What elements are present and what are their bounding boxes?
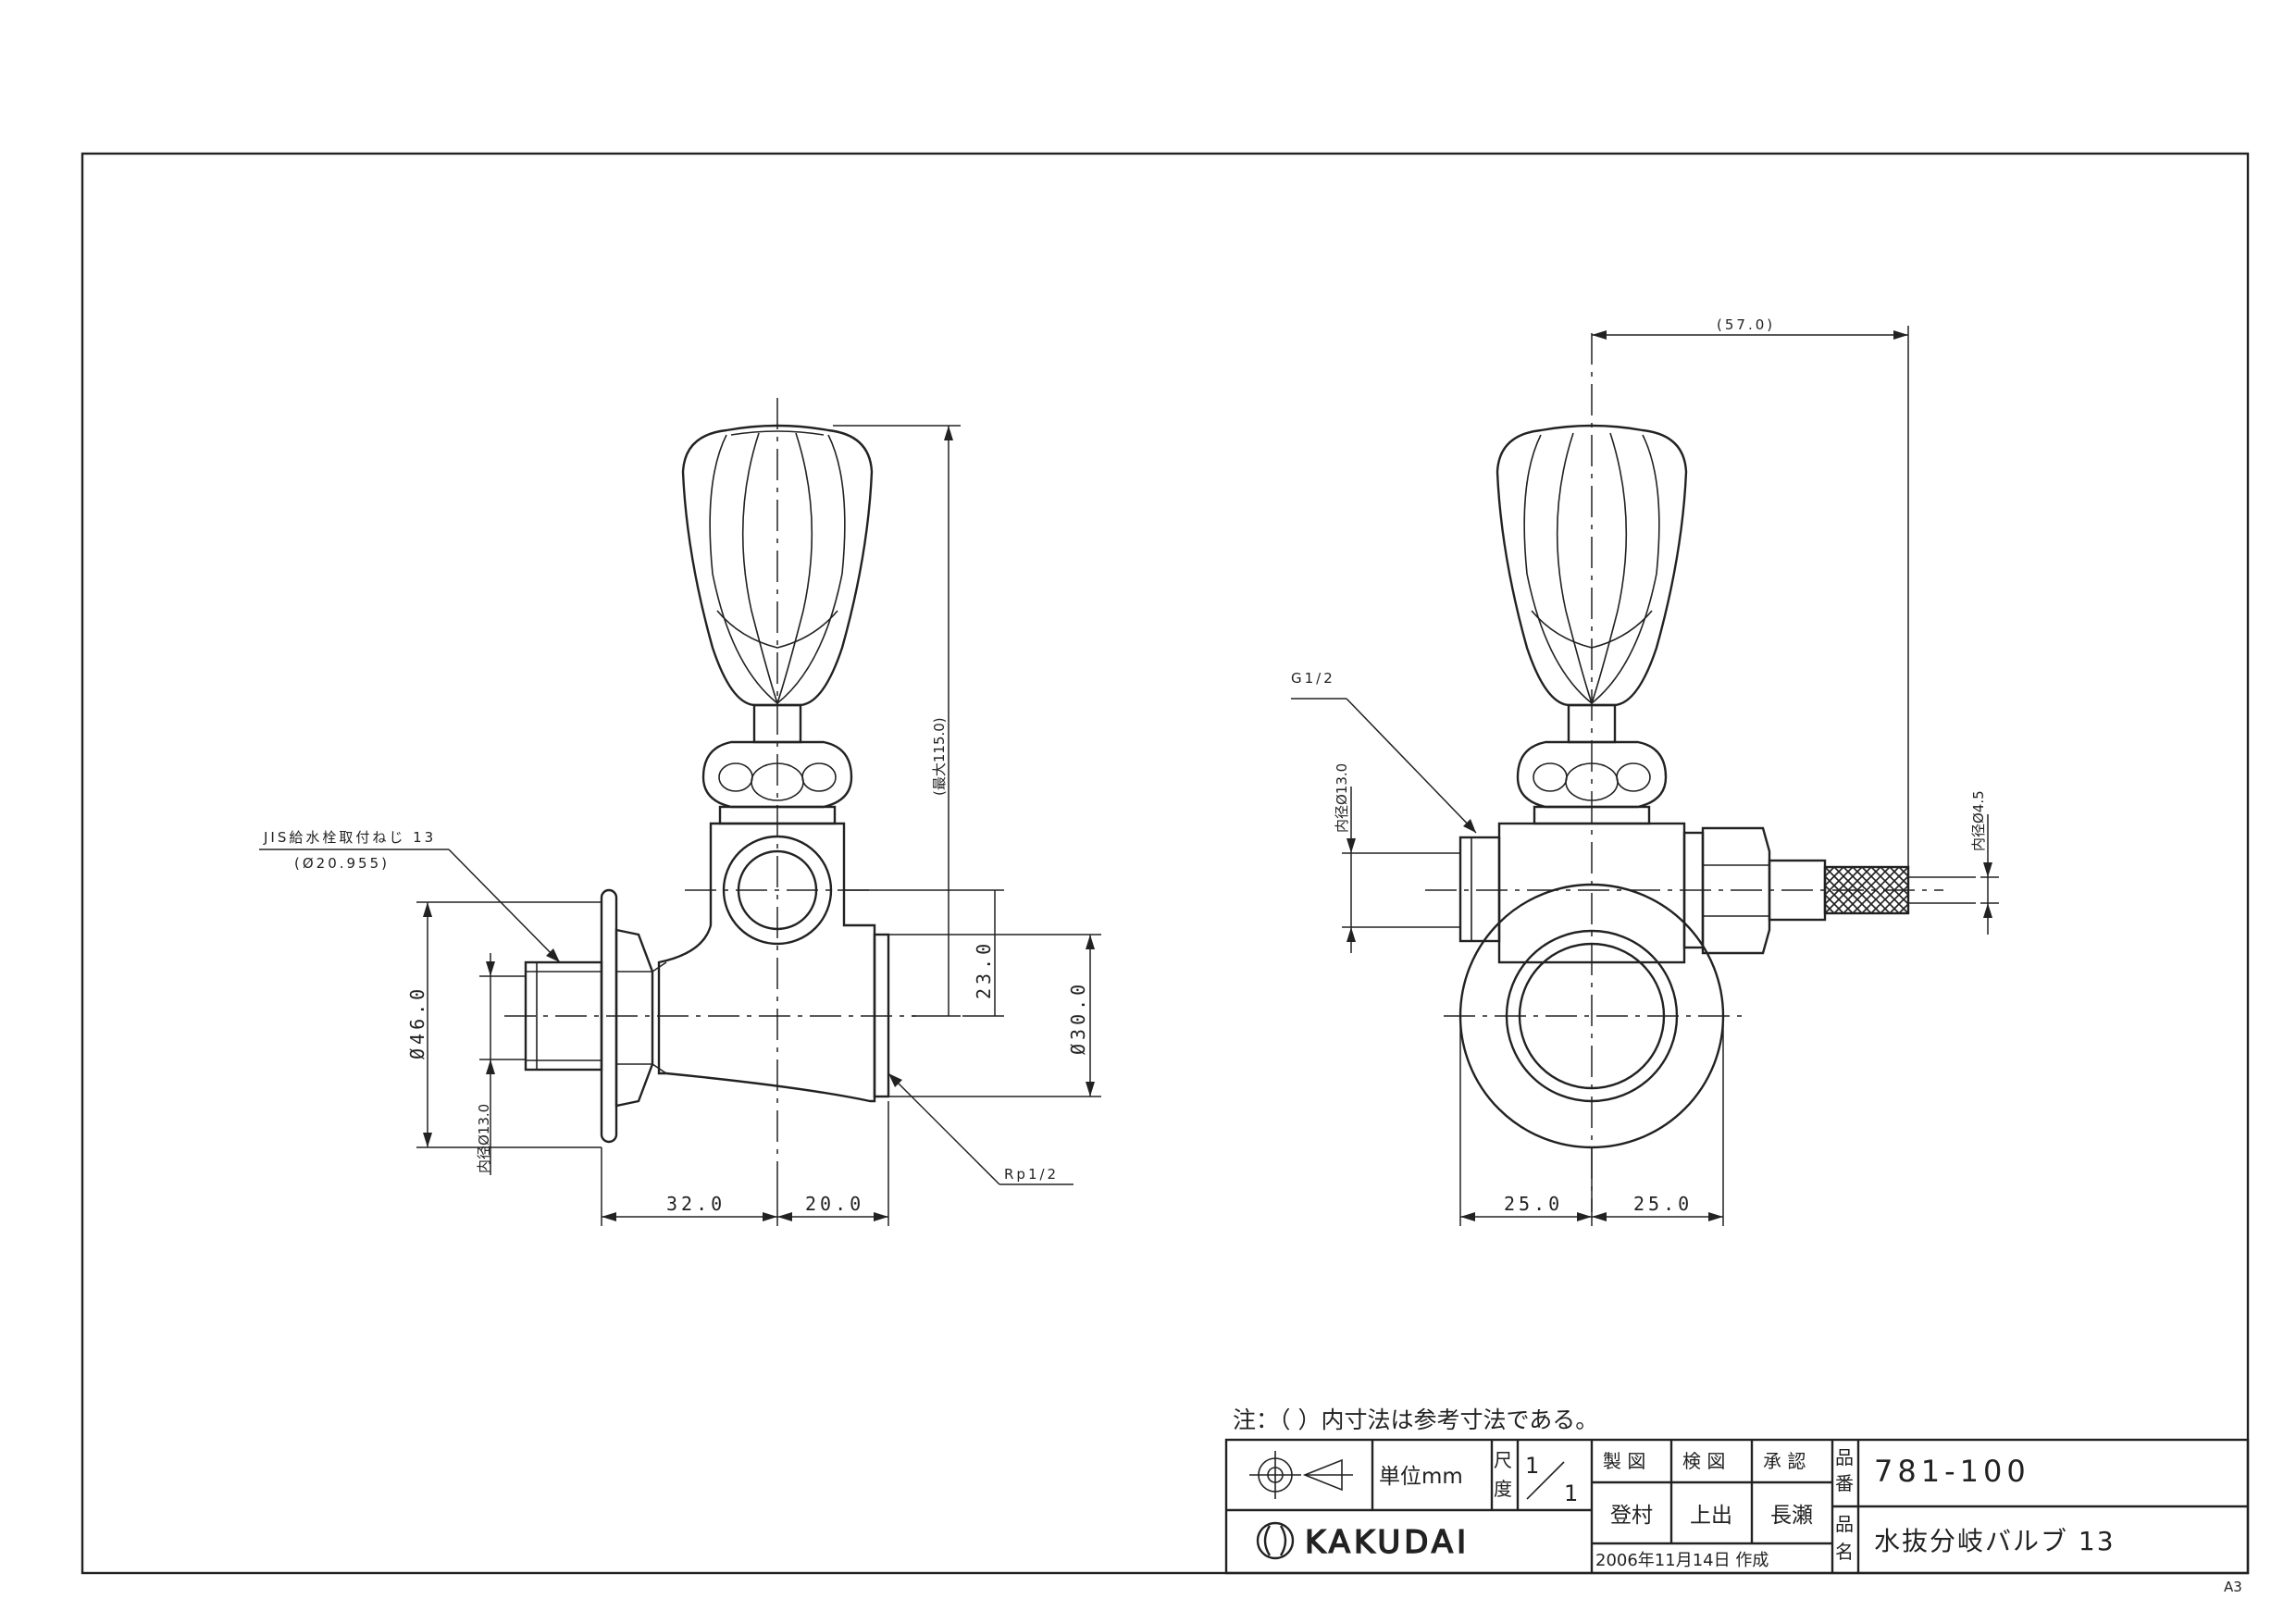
- right-valve-body: [1458, 822, 1976, 1149]
- scale-label-bottom: 度: [1494, 1478, 1512, 1500]
- left-handle-knob: [681, 424, 874, 707]
- dim-diameter-46: Ø46.0: [406, 985, 428, 1059]
- dim-inner-13-left: 内径Ø13.0: [476, 1104, 492, 1173]
- reference-dimension-note: 注：（ ）内寸法は参考寸法である。: [1233, 1406, 1598, 1433]
- company-name: KAKUDAI: [1305, 1524, 1470, 1561]
- left-flange-and-thread: [524, 888, 667, 1144]
- part-number: 781-100: [1874, 1454, 2030, 1489]
- made-label: 製 図: [1603, 1450, 1645, 1472]
- knurled-tube: [1824, 866, 1909, 914]
- scale-numerator: 1: [1525, 1453, 1539, 1479]
- right-handle-knob: [1496, 424, 1688, 707]
- checked-by: 上出: [1690, 1504, 1732, 1528]
- scale-label-top: 尺: [1494, 1449, 1512, 1471]
- approved-label: 承 認: [1763, 1450, 1806, 1472]
- dim-inner-4-5: 内径Ø4.5: [1970, 790, 1987, 851]
- third-angle-projection-icon: [1249, 1451, 1353, 1499]
- rp-label: Rp1/2: [1004, 1166, 1059, 1183]
- title-block: 単位mm 尺 度 1 1 KAKUDAI 製 図 検 図 承 認 登村 上出 長…: [1224, 1438, 2250, 1575]
- dim-57: (57.0): [1717, 316, 1775, 333]
- part-name: 水抜分岐バルブ 13: [1874, 1526, 2116, 1556]
- part-no-label-bottom: 番: [1835, 1472, 1854, 1494]
- part-name-label-bottom: 名: [1835, 1541, 1854, 1563]
- dim-25-right: 25.0: [1633, 1193, 1693, 1215]
- dim-32: 32.0: [666, 1193, 726, 1215]
- g-thread-label: G1/2: [1291, 670, 1335, 687]
- dim-20: 20.0: [805, 1193, 864, 1215]
- checked-label: 検 図: [1682, 1450, 1725, 1472]
- approved-by: 長瀬: [1770, 1504, 1813, 1528]
- part-no-label-top: 品: [1835, 1446, 1854, 1468]
- dim-23: 23.0: [973, 940, 995, 999]
- made-by: 登村: [1610, 1504, 1653, 1528]
- thread-label: JIS給水栓取付ねじ 13: [263, 829, 436, 846]
- dim-overall-height: (最大115.0): [931, 717, 948, 796]
- drawing-date: 2006年11月14日 作成: [1595, 1551, 1769, 1570]
- dim-diameter-30: Ø30.0: [1067, 981, 1089, 1055]
- left-view: (最大115.0) 23.0 Ø30.0 Ø46.0 内径Ø13.0 JIS給水…: [259, 398, 1101, 1226]
- sheet-border: [81, 152, 2250, 1575]
- thread-ref: (Ø20.955): [294, 855, 390, 872]
- sheet-size-label: A3: [2224, 1579, 2242, 1595]
- dim-inner-13-right: 内径Ø13.0: [1334, 763, 1350, 833]
- unit-label: 単位mm: [1379, 1465, 1463, 1489]
- dim-25-left: 25.0: [1504, 1193, 1563, 1215]
- scale-denominator: 1: [1564, 1481, 1578, 1506]
- right-view: (57.0) G1/2 内径Ø13.0 内径Ø4.5 25.0 25.0: [1291, 316, 1999, 1226]
- part-name-label-top: 品: [1835, 1513, 1854, 1535]
- left-valve-body: [657, 822, 890, 1103]
- kakudai-logo: KAKUDAI: [1256, 1521, 1470, 1562]
